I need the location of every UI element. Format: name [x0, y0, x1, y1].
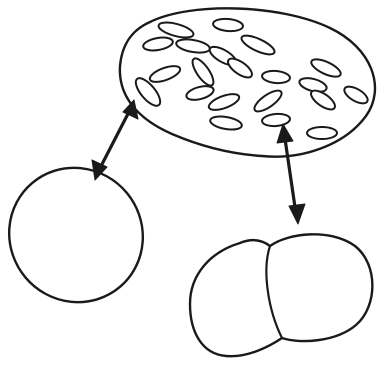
double-headed-arrow-left: [92, 100, 138, 180]
single-cell: [0, 140, 170, 329]
single-cell-outline: [0, 140, 170, 329]
dividing-cell: [190, 234, 372, 356]
arrow-head-bottom: [289, 204, 305, 224]
rod-cell: [307, 127, 337, 139]
rod-cluster: [120, 8, 375, 156]
arrow-shaft: [98, 106, 132, 172]
